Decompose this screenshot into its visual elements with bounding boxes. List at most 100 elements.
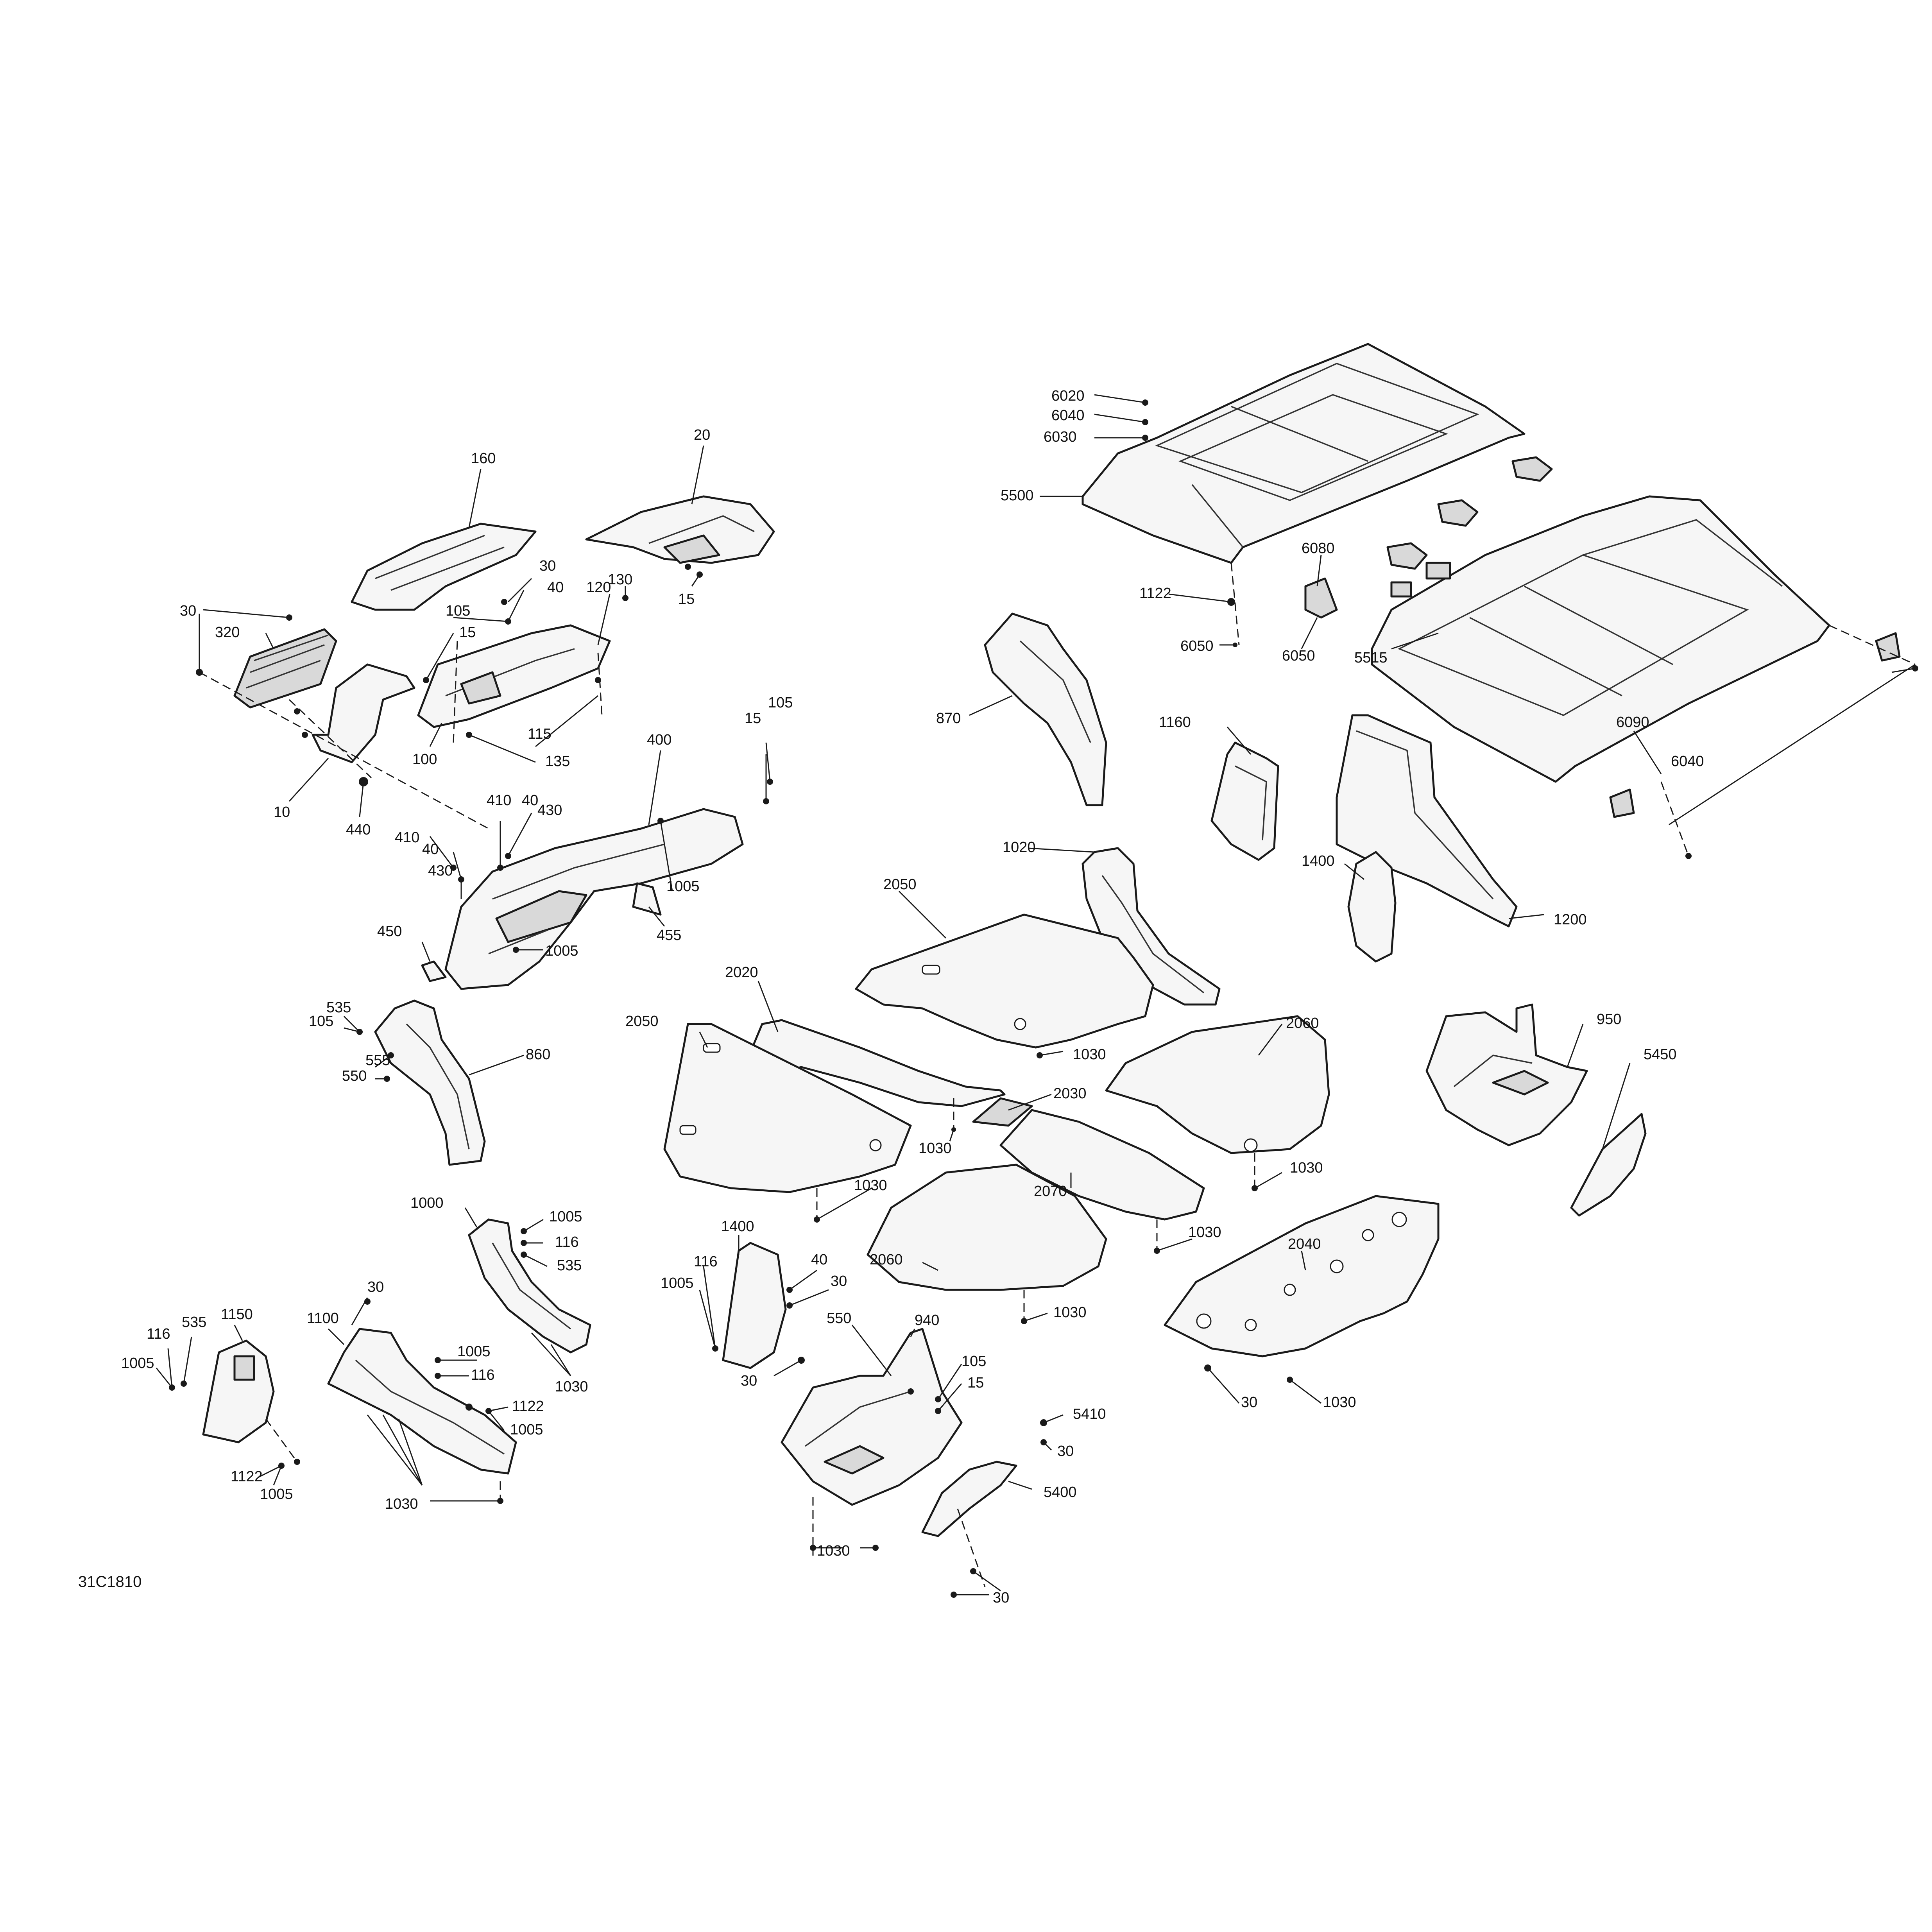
label-2060: 2060 xyxy=(870,1252,903,1268)
part-10-bumper xyxy=(312,663,415,763)
part-2050-upper-floor xyxy=(855,913,1154,1049)
label-10: 10 xyxy=(274,804,290,820)
label-105: 105 xyxy=(768,695,793,711)
label-5410: 5410 xyxy=(1073,1406,1106,1422)
part-2070-center-floor xyxy=(999,1109,1205,1221)
label-535: 535 xyxy=(182,1314,206,1330)
label-115: 115 xyxy=(528,726,551,742)
label-105: 105 xyxy=(962,1353,986,1370)
label-30: 30 xyxy=(180,603,196,619)
label-6040: 6040 xyxy=(1051,407,1085,424)
label-535: 535 xyxy=(557,1257,582,1274)
label-5500: 5500 xyxy=(1001,487,1034,504)
part-2040-skid-plate xyxy=(1164,1195,1440,1357)
part-160-hood xyxy=(351,523,537,611)
label-550: 550 xyxy=(827,1310,851,1327)
part-5450-side-panel xyxy=(1570,1113,1647,1217)
label-1005: 1005 xyxy=(457,1343,491,1360)
label-105: 105 xyxy=(309,1013,333,1030)
label-535: 535 xyxy=(326,999,351,1016)
label-15: 15 xyxy=(967,1375,984,1391)
label-940: 940 xyxy=(915,1312,939,1329)
label-1150: 1150 xyxy=(221,1306,253,1323)
label-100: 100 xyxy=(412,751,437,768)
part-870-right-pillar xyxy=(984,612,1107,806)
label-135: 135 xyxy=(545,753,570,770)
label-120: 120 xyxy=(586,579,611,596)
part-1400-rear-trim xyxy=(1347,851,1397,963)
label-1030: 1030 xyxy=(1290,1160,1323,1176)
label-30: 30 xyxy=(831,1273,847,1289)
label-320: 320 xyxy=(215,624,240,641)
fasteners xyxy=(169,399,1918,1598)
label-1400: 1400 xyxy=(721,1218,754,1235)
label-455: 455 xyxy=(657,927,681,944)
small-panels-455-450 xyxy=(421,882,662,982)
label-1030: 1030 xyxy=(919,1140,952,1157)
label-1122: 1122 xyxy=(231,1468,263,1485)
label-30: 30 xyxy=(539,558,556,574)
label-1160: 1160 xyxy=(1159,714,1191,731)
label-450: 450 xyxy=(377,923,402,940)
label-160: 160 xyxy=(471,450,496,467)
label-950: 950 xyxy=(1597,1011,1621,1028)
label-40: 40 xyxy=(422,841,439,858)
label-30: 30 xyxy=(741,1373,757,1389)
label-1100: 1100 xyxy=(307,1310,339,1327)
label-1005: 1005 xyxy=(121,1355,154,1372)
diagram-code: 31C1810 xyxy=(78,1573,141,1590)
label-6030: 6030 xyxy=(1044,429,1077,445)
label-40: 40 xyxy=(522,792,538,809)
part-100-frunk xyxy=(417,624,611,728)
part-1100-left-sill xyxy=(327,1328,517,1475)
label-1005: 1005 xyxy=(666,878,700,895)
label-1122: 1122 xyxy=(1139,585,1171,602)
label-15: 15 xyxy=(459,624,476,641)
part-400-dashboard xyxy=(444,808,744,990)
label-1005: 1005 xyxy=(260,1486,293,1502)
label-1005: 1005 xyxy=(545,943,578,959)
part-2060-lower-floor xyxy=(867,1164,1107,1291)
label-2050: 2050 xyxy=(883,876,917,893)
label-870: 870 xyxy=(936,710,961,727)
part-5500-roof xyxy=(1081,343,1526,564)
label-1030: 1030 xyxy=(385,1496,418,1512)
label-6050: 6050 xyxy=(1180,638,1214,654)
label-2050: 2050 xyxy=(625,1013,659,1030)
roof-brackets xyxy=(1304,456,1901,818)
label-1030: 1030 xyxy=(1188,1224,1221,1241)
part-2030-plate xyxy=(972,1097,1033,1127)
label-440: 440 xyxy=(346,822,371,838)
label-6090: 6090 xyxy=(1616,714,1649,731)
label-116: 116 xyxy=(147,1326,170,1342)
part-5515-rear-roof xyxy=(1371,495,1830,783)
label-1030: 1030 xyxy=(817,1543,850,1559)
label-5400: 5400 xyxy=(1044,1484,1077,1500)
label-1400: 1400 xyxy=(1302,853,1335,869)
label-30: 30 xyxy=(367,1279,384,1295)
label-6050: 6050 xyxy=(1282,648,1315,664)
label-1005: 1005 xyxy=(510,1422,543,1438)
label-6020: 6020 xyxy=(1051,388,1085,404)
label-2020: 2020 xyxy=(725,964,758,981)
label-40: 40 xyxy=(811,1252,827,1268)
part-number-labels: 160 20 30 320 30 40 105 15 120 130 15 10… xyxy=(121,388,1704,1606)
label-1005: 1005 xyxy=(661,1275,694,1291)
label-5515: 5515 xyxy=(1354,650,1388,666)
part-950-rear-tub xyxy=(1425,1003,1588,1146)
label-400: 400 xyxy=(647,732,671,748)
label-2060: 2060 xyxy=(1286,1015,1319,1031)
label-1030: 1030 xyxy=(1323,1394,1356,1411)
label-1030: 1030 xyxy=(555,1379,588,1395)
label-1005: 1005 xyxy=(549,1209,582,1225)
label-1122: 1122 xyxy=(512,1398,544,1415)
part-5400-deflector xyxy=(921,1461,1017,1537)
label-15: 15 xyxy=(678,591,695,607)
part-1400-left-trim xyxy=(722,1242,787,1369)
part-2050-lower-left-floor xyxy=(663,1023,912,1193)
label-30: 30 xyxy=(1057,1443,1074,1459)
label-410: 410 xyxy=(395,829,419,846)
leader-lines xyxy=(156,394,1916,1595)
part-1000-rocker xyxy=(468,1218,591,1354)
